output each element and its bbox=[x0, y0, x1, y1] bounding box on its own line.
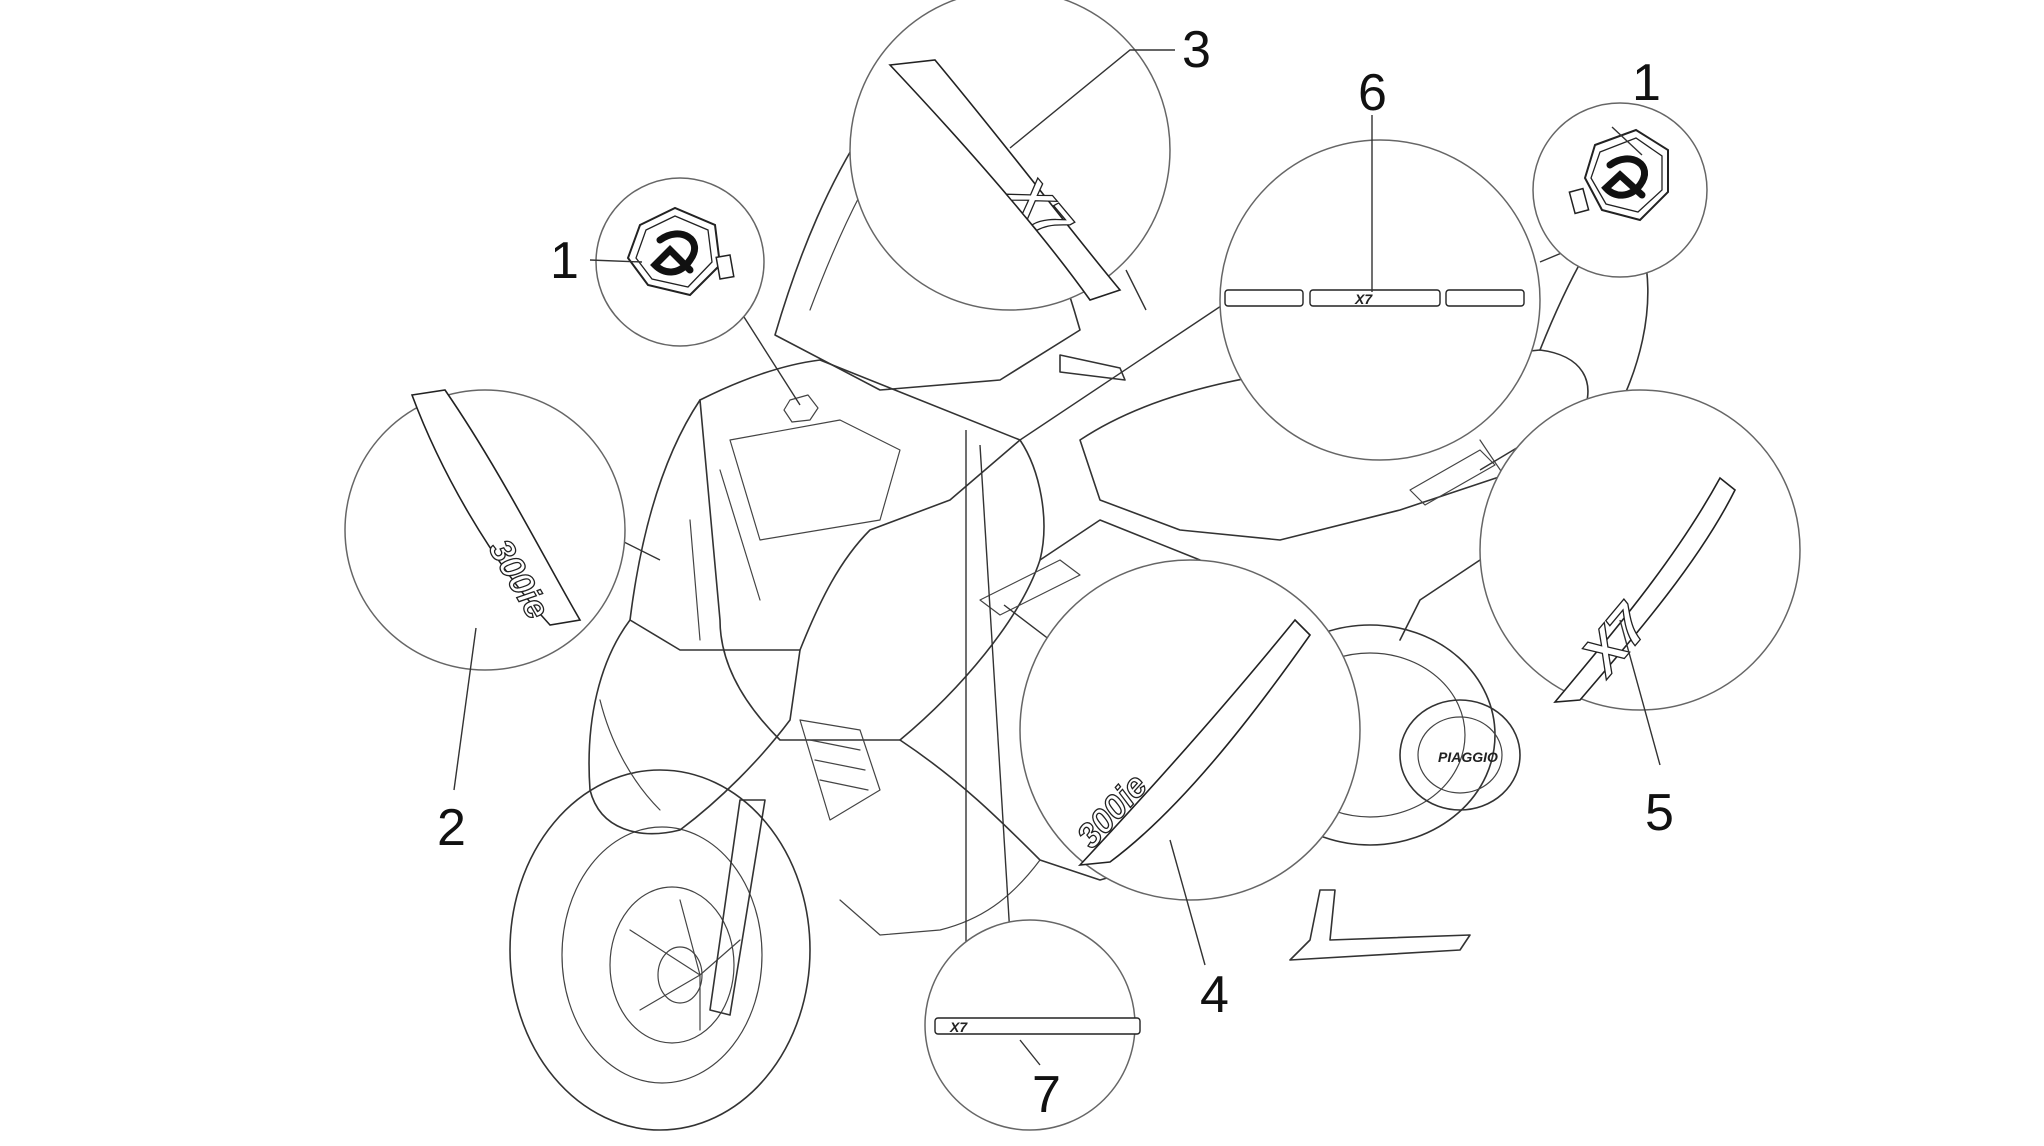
side-stand bbox=[1289, 889, 1471, 961]
detail-circle-6: X7 6 bbox=[1019, 64, 1541, 461]
headlight-cowl bbox=[629, 399, 1021, 651]
callout-number-2: 2 bbox=[437, 799, 466, 857]
callout-number-3: 3 bbox=[1182, 21, 1211, 79]
engine-cover: PIAGGIO bbox=[1399, 699, 1521, 811]
engine-cover-text: PIAGGIO bbox=[1438, 749, 1498, 765]
piaggio-emblem-icon bbox=[626, 206, 735, 297]
fairing-emblem-mount bbox=[783, 394, 819, 423]
callout-number-7: 7 bbox=[1032, 1066, 1061, 1124]
model-strip-decal-lower: X7 bbox=[934, 1017, 1141, 1035]
model-strip-decal-lower-text: X7 bbox=[949, 1019, 968, 1035]
front-mudguard bbox=[588, 619, 801, 835]
detail-circle-4: 300ie 4 bbox=[1003, 559, 1361, 1024]
callout-number-6: 6 bbox=[1358, 64, 1387, 122]
model-strip-decal-text: X7 bbox=[1354, 291, 1373, 307]
detail-circle-3: X7 3 bbox=[849, 0, 1211, 311]
detail-circle-2: 300ie 2 bbox=[344, 389, 661, 857]
callout-number-1-right: 1 bbox=[1632, 54, 1661, 112]
detail-circle-1-left: 1 bbox=[550, 177, 801, 406]
model-strip-decal: X7 bbox=[1224, 289, 1525, 307]
detail-circle-7: X7 7 bbox=[924, 430, 1141, 1131]
callout-number-4: 4 bbox=[1200, 966, 1229, 1024]
front-vent bbox=[799, 719, 881, 821]
mirror-stalk bbox=[1059, 354, 1126, 381]
front-fork bbox=[709, 799, 766, 1016]
detail-circle-1-right: 1 bbox=[1532, 54, 1708, 278]
callout-number-5: 5 bbox=[1645, 784, 1674, 842]
callout-number-1-left: 1 bbox=[550, 232, 579, 290]
front-wheel bbox=[509, 769, 811, 1131]
detail-circle-5: X7 5 bbox=[1479, 389, 1801, 842]
front-fairing bbox=[699, 359, 1045, 741]
piaggio-emblem-icon-right bbox=[1568, 128, 1669, 222]
